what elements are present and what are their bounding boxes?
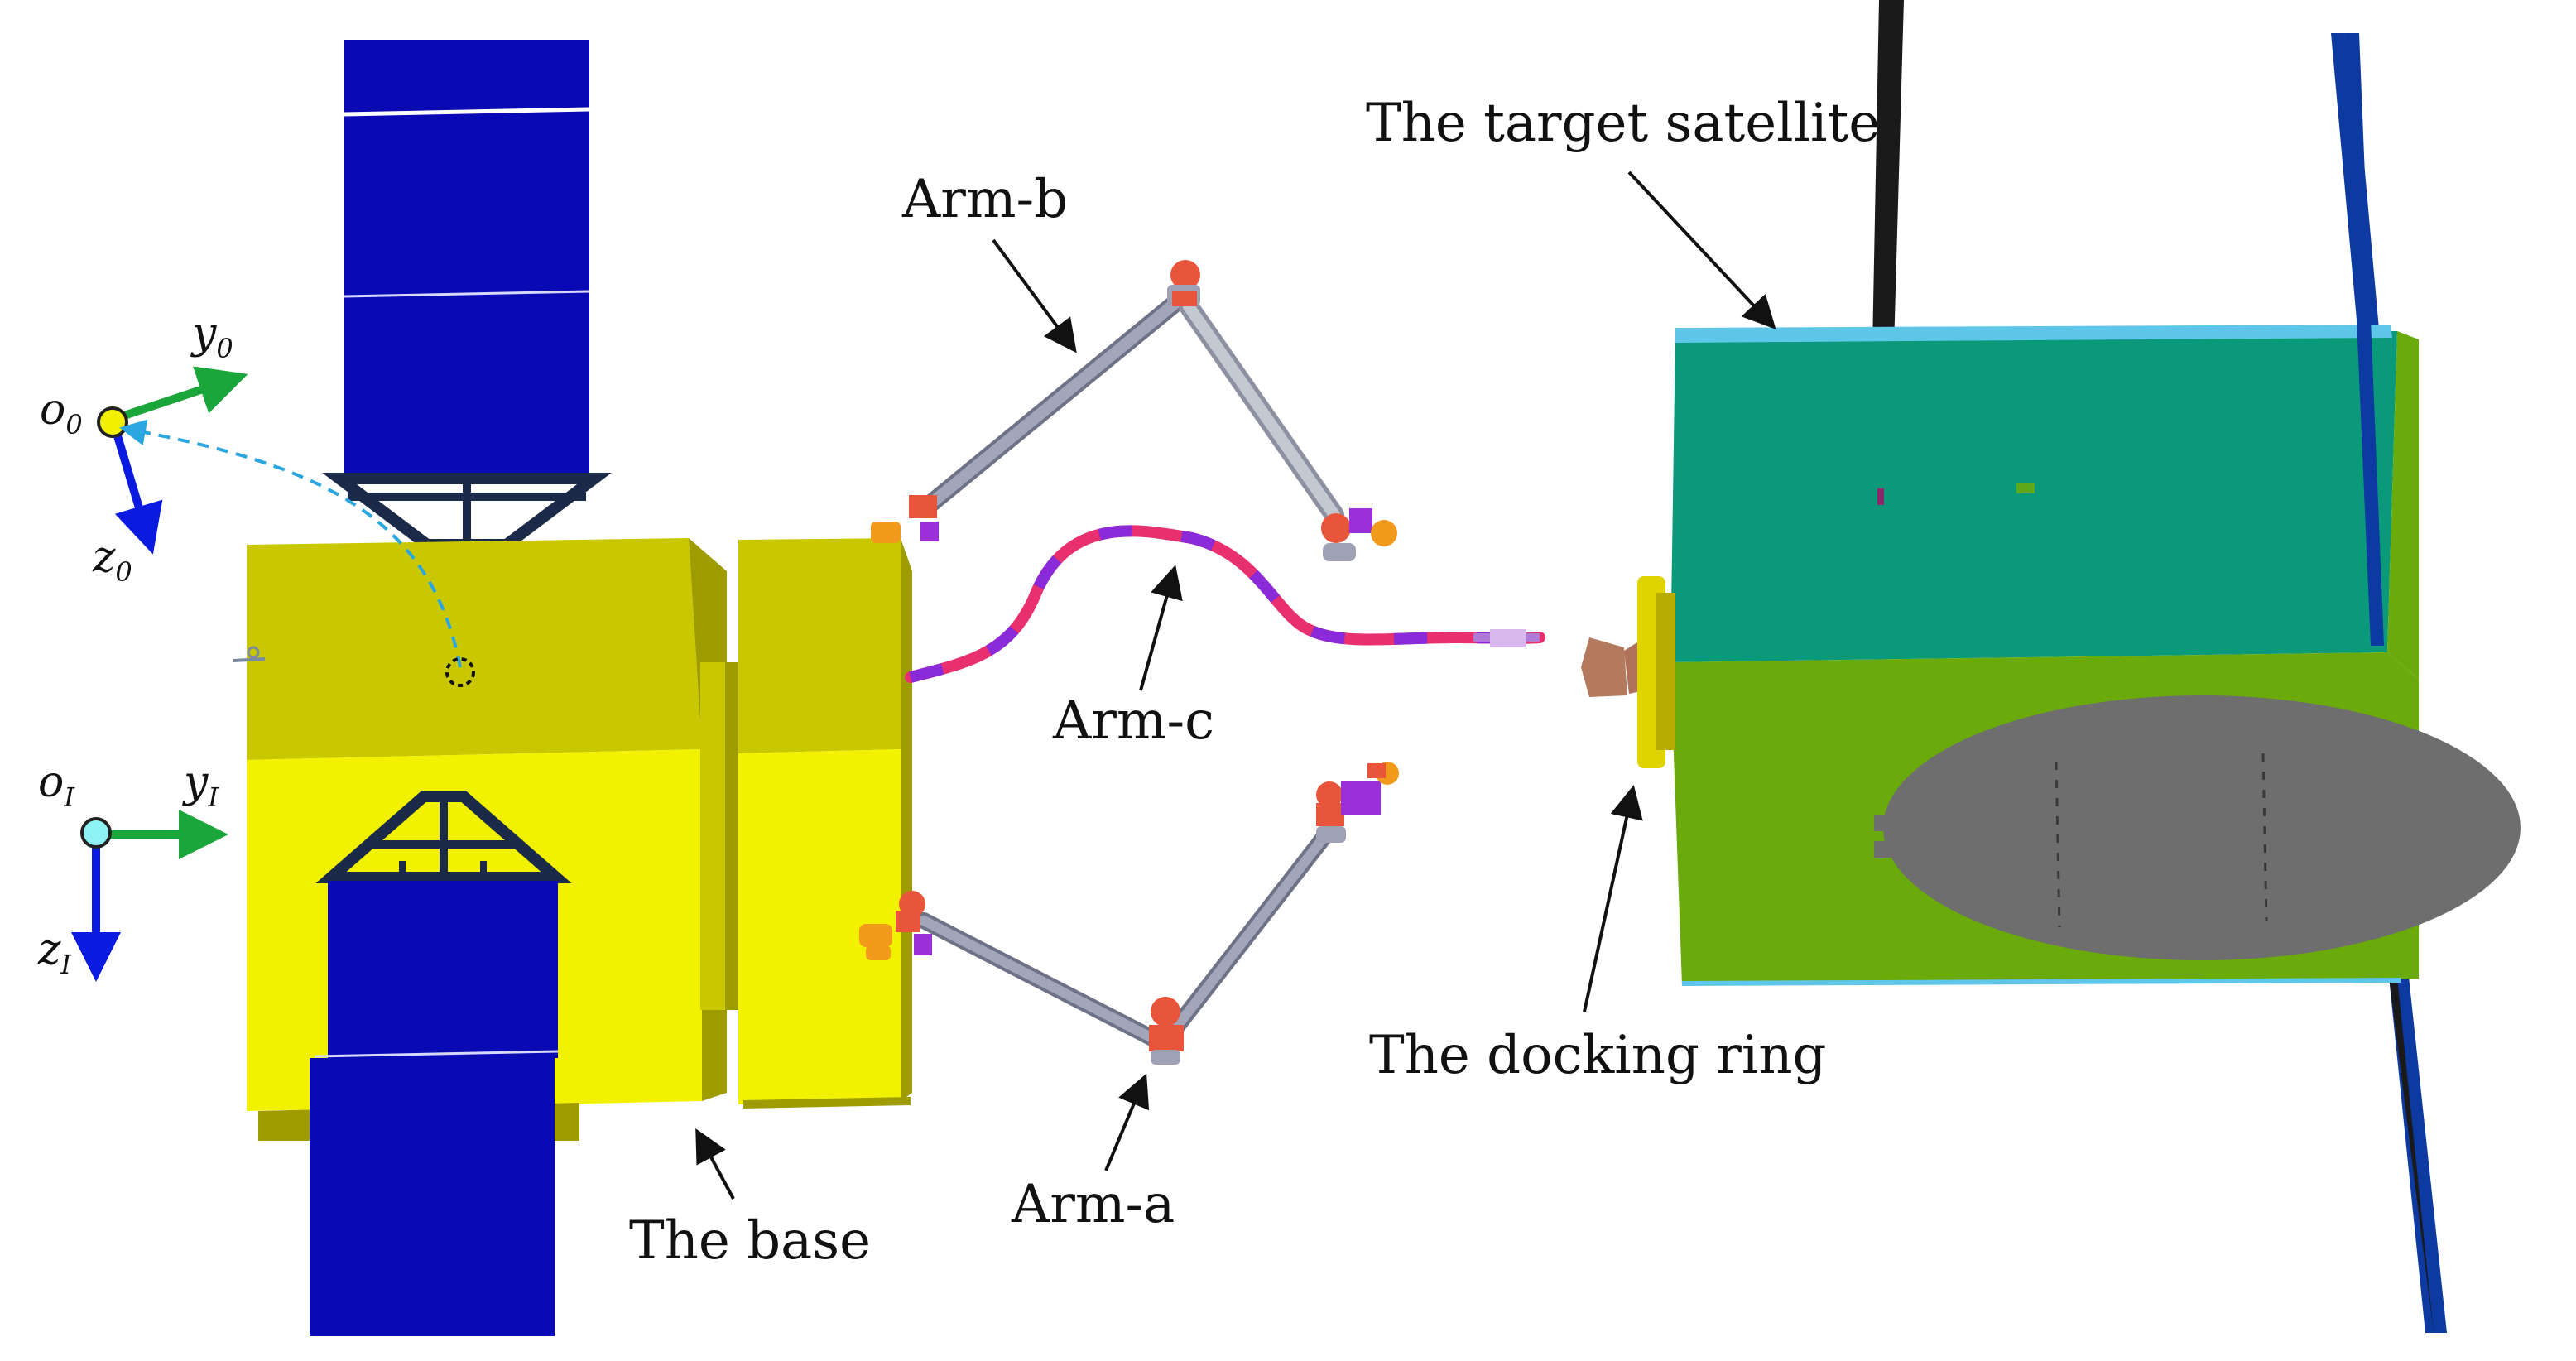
grey-ellipse-payload <box>1883 695 2521 960</box>
target-satellite <box>1670 0 2521 1333</box>
arm-a-label: Arm-a <box>1011 1174 1175 1235</box>
body-frame-y-label: y0 <box>190 309 233 364</box>
lower-panel-bracket <box>315 791 572 883</box>
arm-c <box>905 525 1545 683</box>
arm-b <box>871 260 1397 561</box>
upper-panel-bracket <box>322 473 612 551</box>
base-label: The base <box>629 1210 871 1272</box>
body-frame-origin-label: o0 <box>40 385 83 440</box>
body-frame-z-label: z0 <box>92 532 132 588</box>
docking-ring-label: The docking ring <box>1369 1025 1827 1086</box>
arm-b-label: Arm-b <box>901 169 1068 230</box>
target-satellite-label: The target satellite <box>1366 93 1880 154</box>
body-frame-origin <box>97 406 128 438</box>
base-body <box>233 538 912 1141</box>
inertial-frame-z-label: zI <box>37 925 72 980</box>
arm-c-label: Arm-c <box>1052 690 1214 752</box>
body-frame: o0 y0 z0 <box>40 309 248 588</box>
inertial-frame-y-label: yI <box>182 757 219 813</box>
upper-solar-panel <box>344 40 590 480</box>
lower-solar-panel <box>310 881 559 1336</box>
callouts: The target satellite Arm-b Arm-c Arm-a T… <box>629 93 1880 1272</box>
base-mass-center <box>445 657 475 687</box>
origin-relation <box>119 419 475 687</box>
docking-ring <box>1581 576 1675 768</box>
inertial-frame-origin-label: oI <box>38 757 75 813</box>
inertial-frame: oI yI zI <box>37 757 228 982</box>
arm-a <box>859 762 1399 1065</box>
inertial-frame-origin <box>80 817 112 849</box>
servicing-spacecraft <box>233 40 912 1336</box>
